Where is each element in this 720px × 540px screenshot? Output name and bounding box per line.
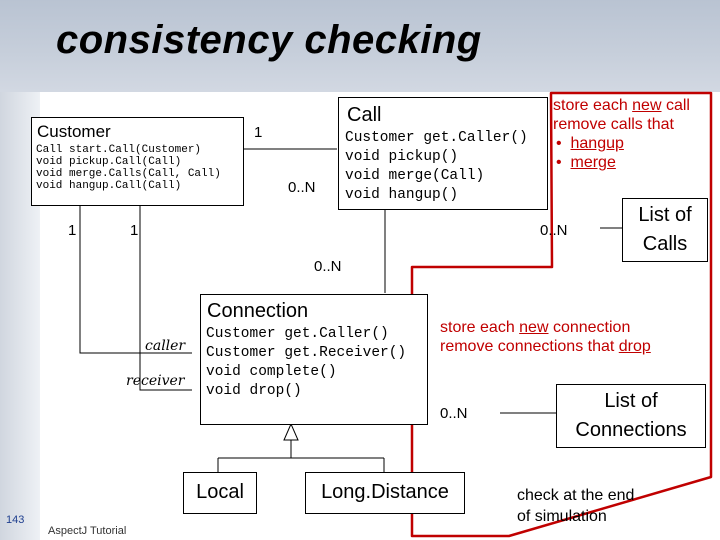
slide-title: consistency checking: [56, 18, 482, 62]
list-of-connections-line: List of: [604, 390, 658, 412]
list-of-connections-line: Connections: [575, 419, 687, 441]
multiplicity-call-customer: 0..N: [288, 179, 316, 196]
longdistance-class-name: Long.Distance: [321, 481, 449, 503]
connection-op: Customer get.Caller(): [206, 326, 389, 342]
note-connections-line2: remove connections that drop: [440, 338, 651, 355]
list-of-calls-line: List of: [638, 204, 692, 226]
title-band: [0, 0, 720, 92]
customer-op: Call start.Call(Customer): [36, 144, 202, 156]
call-op: Customer get.Caller(): [345, 130, 528, 146]
receiver-link: [139, 205, 192, 391]
note-calls-bullet: • hangup: [556, 135, 624, 152]
call-class: Call Customer get.Caller() void pickup()…: [338, 97, 548, 210]
note-end-line: check at the end: [517, 487, 635, 504]
connection-op: Customer get.Receiver(): [206, 345, 407, 361]
call-op: void merge(Call): [345, 168, 485, 184]
local-class: Local: [183, 472, 257, 514]
multiplicity-call-list: 0..N: [540, 222, 568, 239]
role-receiver: receiver: [126, 373, 185, 389]
note-connections-line1: store each new connection: [440, 319, 631, 336]
note-calls-line2: remove calls that: [553, 116, 674, 133]
connection-op: void complete(): [206, 364, 337, 380]
multiplicity-customer-right: 1: [130, 222, 139, 239]
longdistance-class: Long.Distance: [305, 472, 465, 514]
role-caller: caller: [145, 338, 186, 354]
connection-class: Connection Customer get.Caller() Custome…: [200, 294, 428, 425]
local-class-name: Local: [196, 481, 244, 503]
note-calls-bullets: • hangup • merge: [556, 134, 690, 172]
multiplicity-customer-left: 1: [68, 222, 77, 239]
multiplicity-connection-list: 0..N: [440, 405, 468, 422]
caller-link: [79, 205, 192, 354]
note-calls-bullet: • merge: [556, 154, 616, 171]
call-op: void pickup(): [345, 149, 459, 165]
customer-class: Customer Call start.Call(Customer) void …: [31, 117, 244, 206]
multiplicity-customer-call: 1: [254, 124, 263, 141]
call-class-name: Call: [347, 104, 382, 126]
list-of-calls-box: List of Calls: [622, 198, 708, 262]
list-of-connections-box: List of Connections: [556, 384, 706, 448]
call-op: void hangup(): [345, 187, 459, 203]
note-connections: store each new connection remove connect…: [440, 318, 651, 356]
list-of-calls-line: Calls: [642, 233, 688, 255]
note-end-line: of simulation: [517, 508, 607, 525]
multiplicity-call-connection: 0..N: [314, 258, 342, 275]
footer-text: AspectJ Tutorial: [48, 525, 127, 537]
note-end-of-simulation: check at the end of simulation: [517, 485, 634, 527]
connection-class-name: Connection: [207, 300, 309, 322]
inheritance-arrow: [283, 422, 299, 441]
customer-op: void hangup.Call(Call): [36, 180, 182, 192]
connection-op: void drop(): [206, 383, 302, 399]
slide-number: 143: [6, 514, 25, 526]
customer-op: void merge.Calls(Call, Call): [36, 168, 221, 180]
note-calls: store each new call remove calls that • …: [553, 96, 690, 172]
customer-op: void pickup.Call(Call): [36, 156, 182, 168]
note-calls-line1: store each new call: [553, 97, 690, 114]
highlight-outline: [410, 91, 713, 538]
customer-class-name: Customer: [37, 122, 111, 141]
